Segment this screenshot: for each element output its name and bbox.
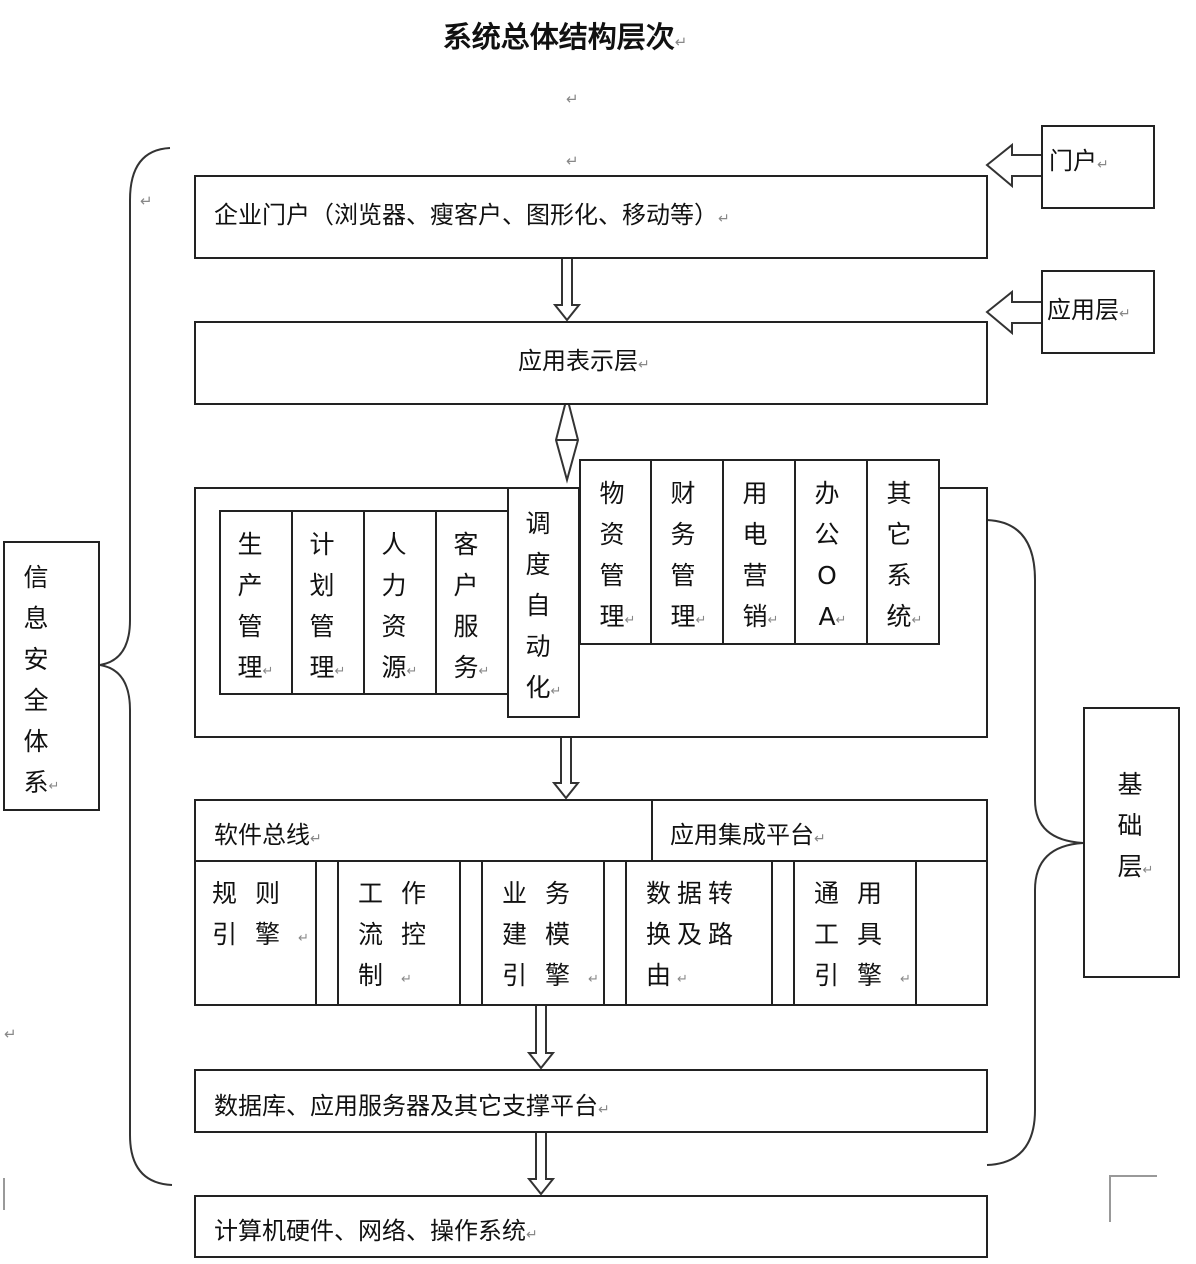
portal-side-box: 门户	[1041, 125, 1155, 209]
app-label: 办公OA	[814, 473, 846, 641]
security-system-box: 信息安全体系	[3, 541, 100, 811]
engine-label: 业务建模引擎	[502, 873, 617, 1000]
app-label: 客户服务	[453, 524, 489, 692]
down-arrow-2	[551, 736, 581, 800]
app-column: 客户服务	[435, 510, 509, 695]
database-platform-layer: 数据库、应用服务器及其它支撑平台	[194, 1069, 988, 1133]
app-layer-arrow	[985, 289, 1043, 336]
app-column: 用电营销	[722, 459, 796, 645]
enterprise-portal-label: 企业门户（浏览器、瘦客户、图形化、移动等）	[214, 195, 730, 230]
paragraph-mark: ↵	[566, 152, 579, 170]
software-bus-layer: 软件总线 应用集成平台 规则引擎 工作流控制 业务建模引擎 数据转换及路由 通用…	[194, 799, 988, 1006]
down-arrow-1	[552, 257, 582, 322]
app-label: 人力资源	[381, 524, 417, 692]
presentation-layer-label: 应用表示层	[518, 341, 650, 376]
app-label: 其它系统	[886, 473, 922, 641]
right-brace	[986, 519, 1084, 1166]
portal-arrow	[985, 142, 1043, 189]
foundation-layer-label: 基础层	[1117, 764, 1153, 891]
diagram-title: 系统总体结构层次	[0, 14, 1130, 56]
app-label: 物资管理	[599, 473, 635, 641]
apps-left-group: 生产管理 计划管理 人力资源 客户服务	[219, 510, 509, 695]
portal-side-label: 门户	[1049, 141, 1109, 176]
double-arrow	[554, 396, 580, 484]
software-bus-label: 软件总线	[214, 815, 322, 850]
app-layer-side-box: 应用层	[1041, 270, 1155, 354]
dispatch-automation-column: 调度自动化	[507, 487, 580, 718]
security-system-label: 信息安全体系	[23, 557, 59, 807]
foundation-layer-box: 基础层	[1083, 707, 1180, 978]
hardware-label: 计算机硬件、网络、操作系统	[214, 1211, 538, 1246]
app-column: 计划管理	[291, 510, 365, 695]
app-column: 办公OA	[794, 459, 868, 645]
paragraph-mark: ↵	[140, 192, 153, 210]
database-platform-label: 数据库、应用服务器及其它支撑平台	[214, 1086, 610, 1121]
app-label: 财务管理	[670, 473, 706, 641]
app-column: 物资管理	[579, 459, 652, 645]
enterprise-portal-layer: 企业门户（浏览器、瘦客户、图形化、移动等）	[194, 175, 988, 259]
app-label: 调度自动化	[525, 503, 561, 712]
apps-right-group: 物资管理 财务管理 用电营销 办公OA 其它系统	[579, 459, 940, 645]
integration-platform-label: 应用集成平台	[670, 815, 826, 850]
app-column: 生产管理	[219, 510, 293, 695]
app-label: 生产管理	[237, 524, 273, 692]
app-column: 财务管理	[650, 459, 724, 645]
app-column: 人力资源	[363, 510, 437, 695]
presentation-layer: 应用表示层	[194, 321, 988, 405]
app-column: 其它系统	[866, 459, 940, 645]
app-label: 计划管理	[309, 524, 345, 692]
paragraph-mark: ↵	[566, 90, 579, 108]
left-brace	[99, 147, 173, 1186]
app-label: 用电营销	[742, 473, 778, 641]
engine-label: 工作流控制	[358, 873, 452, 1000]
hardware-layer: 计算机硬件、网络、操作系统	[194, 1195, 988, 1258]
engine-label: 通用工具引擎	[814, 873, 929, 1000]
down-arrow-4	[526, 1131, 556, 1196]
app-layer-side-label: 应用层	[1047, 290, 1131, 325]
engine-label: 数据转换及路由	[646, 873, 766, 1000]
down-arrow-3	[526, 1004, 556, 1070]
engine-label: 规则引擎	[212, 873, 327, 959]
paragraph-mark: ↵	[4, 1025, 17, 1043]
